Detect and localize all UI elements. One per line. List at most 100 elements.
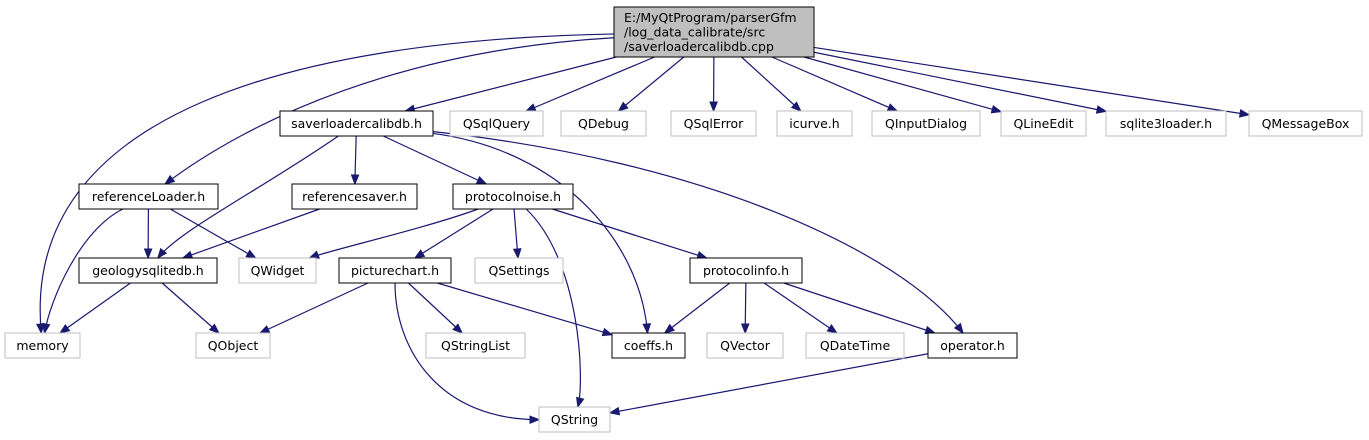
edge-line — [432, 132, 649, 334]
arrowhead — [36, 323, 45, 335]
node-box — [1248, 110, 1363, 137]
edge-referencesaver_h-to-geologysqlitedb_h — [181, 208, 320, 259]
node-picturechart-h[interactable]: picturechart.h — [338, 257, 452, 284]
node-box — [706, 332, 784, 359]
edge-referenceLoader_h-to-geologysqlitedb_h — [143, 208, 153, 260]
arrowhead — [164, 174, 176, 185]
edge-protocolnoise_h-to-picturechart_h — [413, 208, 494, 259]
edge-line — [169, 208, 257, 259]
node-label: memory — [16, 338, 69, 353]
node-box — [78, 183, 219, 210]
edge-root-to-QLineEdit — [803, 56, 1003, 114]
node-QLineEdit: QLineEdit — [1000, 110, 1087, 137]
node-box — [195, 332, 271, 359]
node-label: QVector — [720, 338, 771, 353]
edge-line — [39, 33, 615, 334]
node-memory: memory — [4, 332, 81, 359]
edge-line — [664, 282, 731, 334]
node-label: QObject — [208, 338, 259, 353]
node-label: picturechart.h — [351, 263, 439, 278]
node-operator-h[interactable]: operator.h — [927, 332, 1018, 359]
arrowhead — [826, 324, 838, 334]
node-QSettings: QSettings — [474, 257, 564, 284]
edge-line — [43, 208, 124, 334]
edge-line — [432, 131, 964, 334]
edge-protocolnoise_h-to-QString — [525, 208, 585, 409]
edge-line — [618, 56, 685, 112]
node-box — [425, 332, 526, 359]
node-saverloadercalibdb-h[interactable]: saverloadercalibdb.h — [279, 110, 434, 137]
edge-line — [803, 56, 1002, 113]
arrowhead — [790, 101, 802, 112]
node-box — [291, 183, 418, 210]
arrowhead — [524, 103, 537, 112]
edge-line — [408, 282, 463, 334]
node-QSqlError: QSqlError — [670, 110, 757, 137]
node-box — [776, 110, 853, 137]
node-box — [452, 183, 574, 210]
node-label: protocolinfo.h — [703, 263, 789, 278]
edge-referenceLoader_h-to-QWidget — [169, 208, 257, 259]
node-protocolinfo-h[interactable]: protocolinfo.h — [689, 257, 803, 284]
arrowhead — [663, 323, 675, 334]
node-box — [927, 332, 1018, 359]
node-box — [538, 406, 611, 433]
edge-root-to-sqlite3loader_h — [813, 51, 1108, 114]
node-label: coeffs.h — [624, 338, 673, 353]
node-box — [449, 110, 544, 137]
node-QObject: QObject — [195, 332, 271, 359]
node-label: QDateTime — [820, 338, 891, 353]
arrowhead — [143, 248, 153, 260]
node-box — [689, 257, 803, 284]
node-label: QSqlQuery — [463, 116, 531, 131]
edge-operator_h-to-QString — [608, 353, 929, 416]
node-sqlite3loader-h: sqlite3loader.h — [1105, 110, 1227, 137]
node-root[interactable]: E:/MyQtProgram/parserGfm/log_data_calibr… — [613, 6, 815, 58]
edge-line — [813, 46, 1250, 116]
edge-line — [309, 208, 479, 259]
edge-root-to-QSqlError — [709, 56, 718, 113]
node-box — [1000, 110, 1087, 137]
edge-line — [783, 282, 935, 334]
edge-saverloadercalibdb_h-to-operator_h — [432, 131, 964, 335]
edge-root-to-QSqlQuery — [524, 56, 655, 112]
arrowhead — [413, 249, 426, 259]
arrowhead — [886, 103, 899, 112]
edge-protocolinfo_h-to-QDateTime — [763, 282, 838, 334]
node-geologysqlitedb-h[interactable]: geologysqlitedb.h — [78, 257, 218, 284]
node-coeffs-h[interactable]: coeffs.h — [611, 332, 686, 359]
arrowhead — [529, 415, 541, 425]
arrowhead — [608, 406, 621, 416]
edge-line — [414, 208, 494, 259]
edge-line — [437, 282, 613, 336]
edge-root-to-referenceLoader_h — [164, 37, 615, 185]
edge-protocolinfo_h-to-coeffs_h — [663, 282, 731, 334]
arrowhead — [576, 396, 585, 409]
edge-geologysqlitedb_h-to-QObject — [161, 282, 220, 334]
edge-root-to-QMessageBox — [813, 46, 1251, 118]
edge-saverloadercalibdb_h-to-geologysqlitedb_h — [157, 135, 339, 260]
arrowhead — [709, 101, 718, 113]
node-QMessageBox: QMessageBox — [1248, 110, 1363, 137]
arrowhead — [452, 323, 464, 334]
node-referenceLoader-h[interactable]: referenceLoader.h — [78, 183, 219, 210]
node-label: /saverloadercalibdb.cpp — [624, 39, 774, 54]
node-label: icurve.h — [789, 116, 839, 131]
node-icurve-h: icurve.h — [776, 110, 853, 137]
node-referencesaver-h[interactable]: referencesaver.h — [291, 183, 418, 210]
node-protocolnoise-h[interactable]: protocolnoise.h — [452, 183, 574, 210]
node-QStringList: QStringList — [425, 332, 526, 359]
node-label: QString — [551, 412, 598, 427]
arrowhead — [617, 101, 629, 112]
node-box — [4, 332, 81, 359]
arrowhead — [58, 323, 71, 334]
edge-line — [405, 56, 617, 112]
node-label: QWidget — [251, 263, 305, 278]
node-label: sqlite3loader.h — [1120, 116, 1212, 131]
node-label: /log_data_calibrate/src — [624, 25, 765, 40]
node-label: QDebug — [578, 116, 629, 131]
node-label: QSqlError — [684, 116, 745, 131]
edge-line — [763, 282, 838, 334]
arrowhead — [512, 248, 522, 260]
